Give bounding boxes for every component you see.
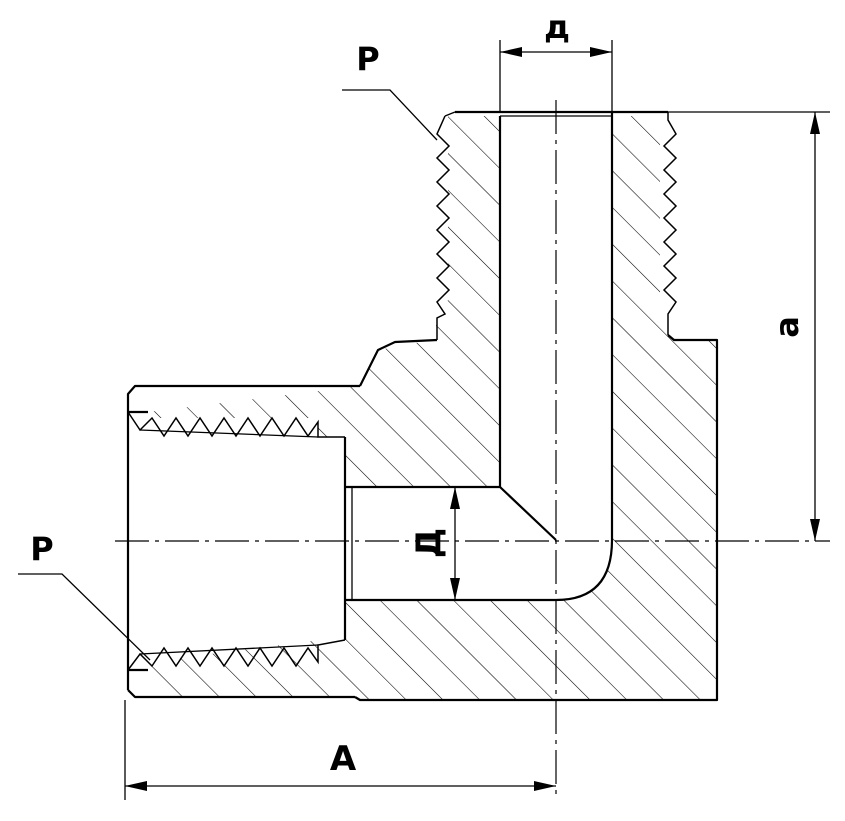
leader-thread-bottom (18, 573, 151, 661)
outer-contour (126, 110, 719, 702)
thread-top-right (662, 112, 678, 335)
label-height: а (768, 316, 806, 338)
label-bore-large: Д (409, 528, 449, 558)
hatch-top-left-wall (148, 116, 500, 487)
bore-large-lower-wall (345, 539, 614, 602)
hatch-right-wall (148, 116, 717, 700)
leader-thread-top (342, 89, 438, 141)
internal-thread (127, 410, 347, 672)
thread-top-left (435, 115, 451, 340)
dimension-bore-small (499, 40, 613, 112)
bore-large-upper-wall (345, 485, 557, 541)
leaders (18, 89, 438, 661)
dimension-bore-large (450, 487, 460, 600)
label-thread-bottom: Р (30, 530, 53, 568)
dimension-height (620, 111, 830, 541)
label-thread-top: Р (356, 40, 379, 78)
label-bore-small: д (544, 8, 570, 46)
hatched-section (148, 116, 717, 700)
dimension-length (124, 700, 556, 800)
label-length: А (330, 739, 357, 779)
center-lines (115, 100, 830, 800)
thread-left-lower (127, 639, 346, 671)
